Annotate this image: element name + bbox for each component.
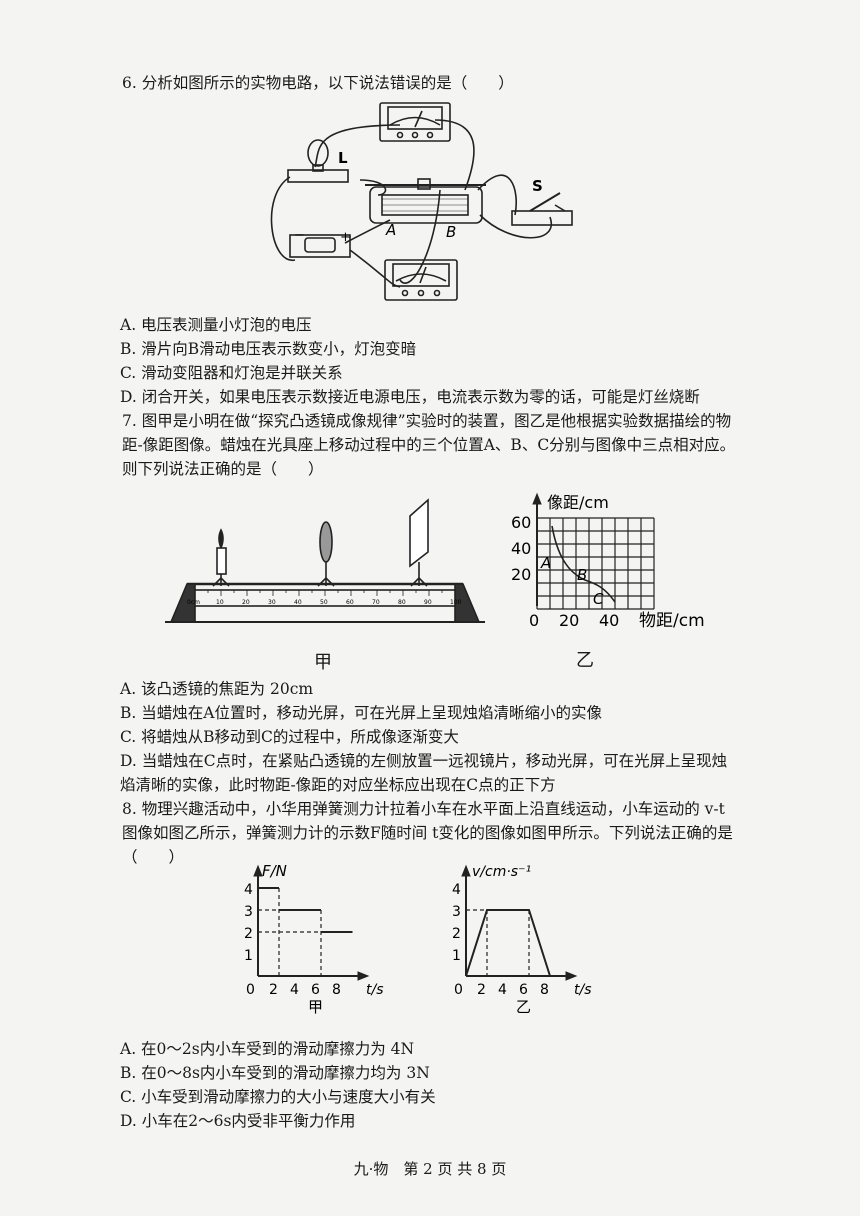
f-xtick-0: 0 <box>246 982 255 998</box>
v-xtick-8: 8 <box>540 982 549 998</box>
bench-tick-label: 30 <box>268 599 276 606</box>
v-ytick-4: 4 <box>452 882 461 898</box>
v-ytick-3: 3 <box>452 904 461 920</box>
terminal-a-label: A <box>385 221 396 239</box>
lamp-label: L <box>338 149 348 167</box>
f-ytick-1: 1 <box>244 948 253 964</box>
q7-point-b: B <box>577 566 587 584</box>
f-xtick-2: 2 <box>269 982 278 998</box>
f-ytick-2: 2 <box>244 926 253 942</box>
q6-option-a: A. 电压表测量小灯泡的电压 <box>120 316 312 334</box>
bench-tick-label: 40 <box>294 599 302 606</box>
q8-option-b: B. 在0～8s内小车受到的滑动摩擦力均为 3N <box>120 1064 430 1082</box>
q7-stem-line-2: 距-像距图像。蜡烛在光具座上移动过程中的三个位置A、B、C分别与图像中三点相对应… <box>122 436 736 454</box>
v-ytick-1: 1 <box>452 948 461 964</box>
f-graph-xlabel: t/s <box>366 982 384 998</box>
v-graph-xlabel: t/s <box>574 982 592 998</box>
q8-stem-line-2: 图像如图乙所示，弹簧测力计的示数F随时间 t变化的图像如图甲所示。下列说法正确的… <box>122 824 733 842</box>
v-graph-ylabel: v/cm·s⁻¹ <box>472 864 531 880</box>
q8-option-a: A. 在0～2s内小车受到的滑动摩擦力为 4N <box>120 1040 415 1058</box>
q7-caption-jia: 甲 <box>314 652 332 673</box>
q8-option-d: D. 小车在2～6s内受非平衡力作用 <box>120 1112 356 1130</box>
optical-bench-diagram: 0cm 10 20 30 40 50 60 70 80 90 100 <box>165 498 485 623</box>
q7-distance-graph: 像距/cm 60 40 20 0 20 40 物距/cm A B C <box>511 492 705 631</box>
q7-option-d-line-2: 焰清晰的实像，此时物距-像距的对应坐标应出现在C点的正下方 <box>120 776 556 794</box>
v-xtick-2: 2 <box>477 982 486 998</box>
q6-circuit-diagram: L S A B − + <box>270 102 573 301</box>
q7-option-b: B. 当蜡烛在A位置时，移动光屏，可在光屏上呈现烛焰清晰缩小的实像 <box>120 704 602 722</box>
battery-plus-label: + <box>340 230 351 245</box>
q7-ytick-40: 40 <box>511 539 531 558</box>
q6-option-d: D. 闭合开关，如果电压表示数接近电源电压，电流表示数为零的话，可能是灯丝烧断 <box>120 388 700 406</box>
q8-stem-line-1: 8. 物理兴趣活动中，小华用弹簧测力计拉着小车在水平面上沿直线运动，小车运动的 … <box>122 800 725 818</box>
v-ytick-2: 2 <box>452 926 461 942</box>
q8-stem-line-3: （ ） <box>122 848 185 866</box>
bench-tick-label: 70 <box>372 599 380 606</box>
q7-option-c: C. 将蜡烛从B移动到C的过程中，所成像逐渐变大 <box>120 728 459 746</box>
q7-ytick-20: 20 <box>511 565 531 584</box>
bench-tick-label: 20 <box>242 599 250 606</box>
q7-option-d-line-1: D. 当蜡烛在C点时，在紧贴凸透镜的左侧放置一远视镜片，移动光屏，可在光屏上呈现… <box>120 752 728 770</box>
bench-tick-marks: 0cm 10 20 30 40 50 60 70 80 90 100 <box>187 590 462 606</box>
q7-ytick-60: 60 <box>511 513 531 532</box>
q7-graph-xlabel: 物距/cm <box>639 611 705 631</box>
bench-tick-label: 100 <box>450 599 462 606</box>
f-graph-ylabel: F/N <box>262 862 287 880</box>
v-xtick-6: 6 <box>519 982 528 998</box>
q7-caption-yi: 乙 <box>576 650 594 671</box>
q6-option-b: B. 滑片向B滑动电压表示数变小，灯泡变暗 <box>120 340 417 358</box>
f-ytick-4: 4 <box>244 882 253 898</box>
q8-velocity-time-graph: v/cm·s⁻¹ 4 3 2 1 0 2 4 6 8 t/s 乙 <box>452 864 592 1016</box>
q7-stem-line-3: 则下列说法正确的是（ ） <box>122 460 324 478</box>
q7-xtick-40: 40 <box>599 611 619 630</box>
q7-option-a: A. 该凸透镜的焦距为 20cm <box>120 680 314 698</box>
f-xtick-8: 8 <box>332 982 341 998</box>
page-footer: 九·物 第 2 页 共 8 页 <box>353 1160 507 1178</box>
v-xtick-4: 4 <box>498 982 507 998</box>
q8-option-c: C. 小车受到滑动摩擦力的大小与速度大小有关 <box>120 1088 436 1106</box>
v-xtick-0: 0 <box>454 982 463 998</box>
q7-point-c: C <box>593 590 604 608</box>
q7-xtick-0: 0 <box>529 611 539 630</box>
bench-tick-label: 10 <box>216 599 224 606</box>
bench-tick-label: 0cm <box>187 599 200 606</box>
switch-label: S <box>532 177 543 195</box>
battery-minus-label: − <box>294 228 305 243</box>
terminal-b-label: B <box>446 223 456 241</box>
f-xtick-4: 4 <box>290 982 299 998</box>
q6-option-c: C. 滑动变阻器和灯泡是并联关系 <box>120 364 343 382</box>
q7-stem-line-1: 7. 图甲是小明在做“探究凸透镜成像规律”实验时的装置，图乙是他根据实验数据描绘… <box>122 412 732 430</box>
f-graph-caption: 甲 <box>308 998 323 1016</box>
f-ytick-3: 3 <box>244 904 253 920</box>
q8-force-time-graph: F/N 4 3 2 1 0 2 4 6 8 t/s 甲 <box>244 862 384 1016</box>
q7-xtick-20: 20 <box>559 611 579 630</box>
bench-tick-label: 90 <box>424 599 432 606</box>
f-xtick-6: 6 <box>311 982 320 998</box>
q6-stem: 6. 分析如图所示的实物电路，以下说法错误的是（ ） <box>122 74 514 92</box>
q7-graph-ylabel: 像距/cm <box>547 493 609 512</box>
q7-point-a: A <box>540 554 551 572</box>
v-graph-caption: 乙 <box>516 998 531 1016</box>
bench-tick-label: 60 <box>346 599 354 606</box>
bench-tick-label: 50 <box>320 599 328 606</box>
bench-tick-label: 80 <box>398 599 406 606</box>
